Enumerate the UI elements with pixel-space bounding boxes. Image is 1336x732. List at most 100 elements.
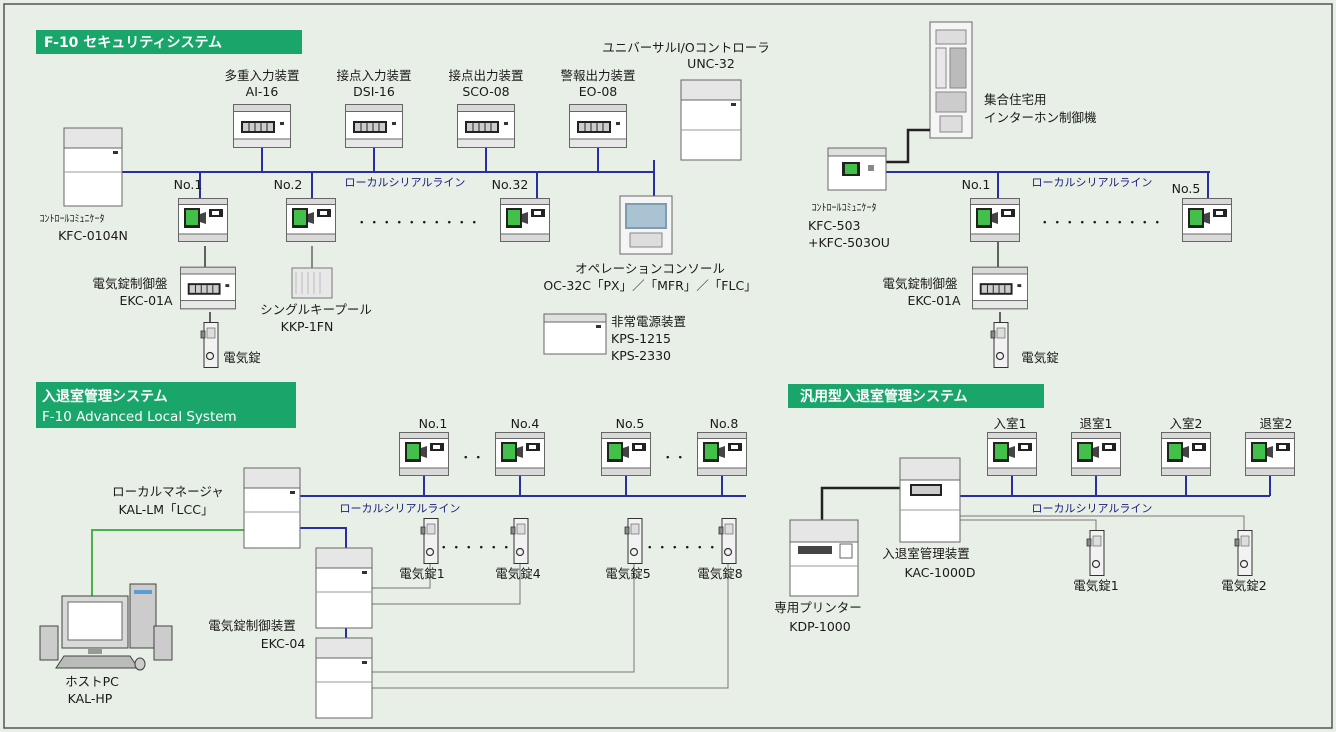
access-title-1: 入退室管理システム bbox=[42, 388, 168, 405]
generic-lock-label-1: 電気錠1 bbox=[1073, 578, 1118, 593]
access-title-banner bbox=[36, 382, 296, 428]
host-pc-icon bbox=[39, 583, 173, 671]
kal-lm-device bbox=[243, 467, 301, 549]
generic-card-reader-in1 bbox=[987, 432, 1037, 476]
generic-reader-label-4: 退室2 bbox=[1260, 416, 1293, 431]
access-electric-lock-5 bbox=[624, 518, 643, 564]
access-reader-label-4: No.8 bbox=[710, 416, 739, 431]
generic-electric-lock-1 bbox=[1086, 530, 1105, 576]
kfc503-name: ｺﾝﾄﾛｰﾙｺﾐｭﾆｹｰﾀ bbox=[812, 202, 877, 214]
kac1000d-model: KAC-1000D bbox=[905, 565, 976, 580]
intercom-controller-line2: インターホン制御機 bbox=[984, 110, 1097, 125]
intercom-reader-no5-label: No.5 bbox=[1172, 181, 1201, 196]
generic-card-reader-in2 bbox=[1161, 432, 1211, 476]
f10-title: F-10 セキュリティシステム bbox=[44, 35, 222, 51]
intercom-ekc01a-name: 電気錠制御盤 bbox=[882, 276, 958, 291]
access-lock-ellipsis-2: ・・・・・・ bbox=[643, 540, 718, 555]
intercom-electric-lock bbox=[990, 322, 1009, 368]
generic-reader-label-3: 入室2 bbox=[1170, 416, 1203, 431]
f10-line-label: ローカルシリアルライン bbox=[345, 176, 466, 189]
access-reader-label-3: No.5 bbox=[616, 416, 645, 431]
f10-reader-no1-label: No.1 bbox=[174, 177, 203, 192]
access-card-reader-no4 bbox=[495, 432, 545, 476]
oc32c-console bbox=[619, 195, 673, 255]
kfc503-model-1: KFC-503 bbox=[808, 218, 860, 233]
generic-card-reader-out2 bbox=[1245, 432, 1295, 476]
sco08-device bbox=[457, 104, 515, 148]
ekc04-name: 電気錠制御装置 bbox=[208, 618, 296, 633]
access-card-reader-no1 bbox=[399, 432, 449, 476]
intercom-reader-no1-label: No.1 bbox=[962, 177, 991, 192]
kkp-device bbox=[291, 267, 333, 299]
ai16-model: AI-16 bbox=[246, 84, 279, 99]
intercom-controller-device bbox=[929, 21, 973, 139]
intercom-controller-line1: 集合住宅用 bbox=[984, 92, 1047, 107]
f10-security-panel: F-10 セキュリティシステム 多重入力装置 AI-16 接点入力装置 DSI-… bbox=[36, 30, 770, 368]
unc32-device bbox=[680, 79, 742, 161]
access-electric-lock-4 bbox=[510, 518, 529, 564]
kps-name: 非常電源装置 bbox=[611, 314, 686, 329]
f10-card-reader-no1 bbox=[178, 198, 228, 242]
generic-title-banner bbox=[788, 384, 1044, 408]
intercom-line-label: ローカルシリアルライン bbox=[1032, 176, 1153, 189]
f10-electric-lock-label: 電気錠 bbox=[223, 350, 261, 365]
access-card-reader-no8 bbox=[697, 432, 747, 476]
access-lock-label-1: 電気錠1 bbox=[399, 566, 444, 581]
unc32-name: ユニバーサルI/Oコントローラ bbox=[602, 40, 770, 55]
access-card-reader-no5 bbox=[601, 432, 651, 476]
kfc0104n-name: ｺﾝﾄﾛｰﾙｺﾐｭﾆｹｰﾀ bbox=[40, 213, 105, 225]
kkp-model: KKP-1FN bbox=[281, 319, 334, 334]
access-lock-label-8: 電気錠8 bbox=[697, 566, 743, 581]
kfc0104n-model: KFC-0104N bbox=[58, 228, 128, 243]
access-lock-label-5: 電気錠5 bbox=[605, 566, 650, 581]
f10-electric-lock bbox=[200, 322, 219, 368]
host-pc-model: KAL-HP bbox=[68, 691, 113, 706]
access-electric-lock-8 bbox=[718, 518, 737, 564]
kps-model-1: KPS-1215 bbox=[611, 331, 671, 346]
outer-frame bbox=[3, 3, 1333, 729]
generic-reader-label-1: 入室1 bbox=[994, 416, 1027, 431]
kps-model-2: KPS-2330 bbox=[611, 348, 671, 363]
f10-ekc01a-panel bbox=[180, 266, 236, 310]
f10-reader-no32-label: No.32 bbox=[492, 177, 529, 192]
ai16-name: 多重入力装置 bbox=[224, 68, 299, 83]
ekc04-model: EKC-04 bbox=[261, 636, 306, 651]
ekc04-device bbox=[315, 547, 373, 719]
intercom-card-reader-no1 bbox=[970, 198, 1020, 242]
generic-reader-label-2: 退室1 bbox=[1080, 416, 1113, 431]
kac1000d-device bbox=[899, 457, 961, 543]
kps-device bbox=[543, 313, 607, 355]
access-reader-label-2: No.4 bbox=[511, 416, 540, 431]
eo08-model: EO-08 bbox=[579, 84, 618, 99]
access-reader-ellipsis-1: ・・ bbox=[459, 450, 484, 465]
f10-ekc01a-model: EKC-01A bbox=[119, 293, 173, 308]
generic-line-label: ローカルシリアルライン bbox=[1032, 502, 1153, 515]
dsi16-name: 接点入力装置 bbox=[336, 68, 411, 83]
kkp-name: シングルキープール bbox=[260, 302, 372, 317]
f10-reader-ellipsis: ・・・・・・・・・・ bbox=[355, 215, 480, 230]
eo08-name: 警報出力装置 bbox=[560, 68, 635, 83]
f10-card-reader-no2 bbox=[286, 198, 336, 242]
f10-reader-no2-label: No.2 bbox=[274, 177, 303, 192]
kdp1000-printer bbox=[789, 519, 859, 597]
ai16-device bbox=[233, 104, 291, 148]
kfc503-model-2: +KFC-503OU bbox=[808, 235, 890, 250]
eo08-device bbox=[569, 104, 627, 148]
intercom-ekc01a-model: EKC-01A bbox=[907, 293, 961, 308]
access-reader-ellipsis-2: ・・ bbox=[661, 450, 686, 465]
oc32c-name: オペレーションコンソール bbox=[575, 261, 725, 276]
oc32c-model: OC-32C「PX」／「MFR」／「FLC」 bbox=[543, 278, 756, 293]
access-control-panel: 入退室管理システム F-10 Advanced Local System No.… bbox=[36, 382, 747, 719]
unc32-model: UNC-32 bbox=[687, 56, 735, 71]
generic-card-reader-out1 bbox=[1071, 432, 1121, 476]
access-reader-label-1: No.1 bbox=[419, 416, 448, 431]
host-pc-name: ホストPC bbox=[65, 674, 119, 689]
kdp1000-model: KDP-1000 bbox=[789, 619, 850, 634]
intercom-card-reader-no5 bbox=[1182, 198, 1232, 242]
intercom-reader-ellipsis: ・・・・・・・・・・ bbox=[1038, 215, 1163, 230]
dsi16-device bbox=[345, 104, 403, 148]
access-line-label: ローカルシリアルライン bbox=[340, 502, 461, 515]
access-electric-lock-1 bbox=[420, 518, 439, 564]
